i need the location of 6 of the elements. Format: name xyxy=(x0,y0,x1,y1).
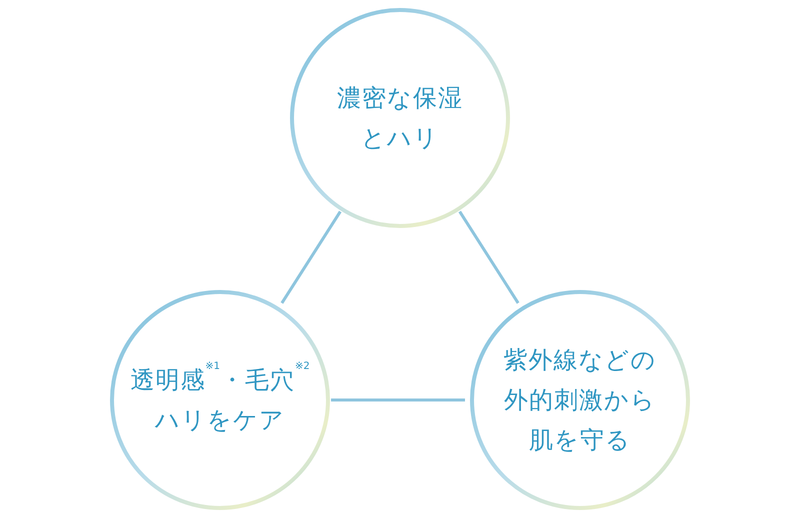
feature-text: 濃密な保湿とハリ xyxy=(336,83,464,154)
connector-line xyxy=(458,210,520,304)
connector-line xyxy=(331,398,465,402)
connector-line xyxy=(280,210,342,304)
feature-text: 紫外線などの外的刺激から肌を守る xyxy=(502,345,658,456)
feature-text: 透明感$^{※1}$・毛穴$^{※2}$ハリをケア xyxy=(129,360,311,436)
